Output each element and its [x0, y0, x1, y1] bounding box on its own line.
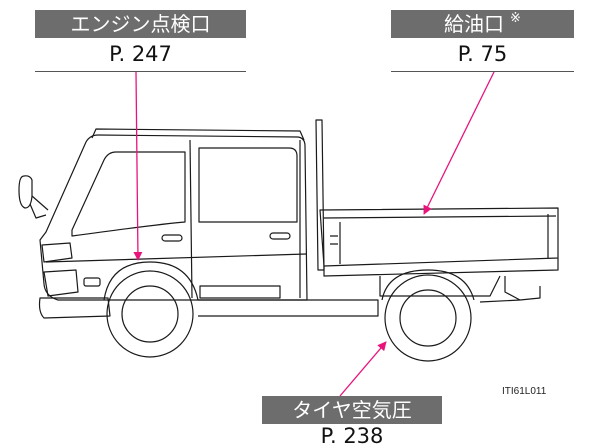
figure-code: ITI61L011: [502, 386, 547, 397]
engine-inspection-rule: [35, 71, 246, 72]
rear-window: [198, 147, 298, 223]
fuel-filler-rule: [391, 71, 574, 72]
fuel-filler-title: 給油口: [444, 12, 505, 36]
headlight: [41, 242, 73, 263]
fuel-filler-note-mark: ※: [510, 11, 521, 26]
fuel-filler-page[interactable]: P. 75: [457, 42, 508, 66]
fuel-filler-arrow: [423, 71, 495, 215]
side-mirror: [18, 175, 33, 209]
front-wheel-arch: [103, 261, 199, 301]
tire-pressure-arrow: [339, 341, 387, 397]
tire-pressure-label: タイヤ空気圧: [262, 396, 442, 424]
front-window: [71, 151, 186, 237]
front-wheel: [106, 270, 194, 358]
tire-pressure-page[interactable]: P. 238: [320, 424, 384, 448]
engine-inspection-title: エンジン点検口: [70, 12, 211, 36]
fuel-filler-label: 給油口 ※: [391, 10, 574, 38]
rear-wheel: [384, 274, 472, 362]
tire-pressure-title: タイヤ空気圧: [292, 398, 412, 422]
engine-inspection-label: エンジン点検口: [35, 10, 246, 38]
engine-inspection-arrow: [133, 71, 143, 261]
engine-inspection-page[interactable]: P. 247: [109, 42, 172, 66]
cab-body: [39, 134, 308, 301]
rear-wheel-arch: [381, 269, 475, 301]
